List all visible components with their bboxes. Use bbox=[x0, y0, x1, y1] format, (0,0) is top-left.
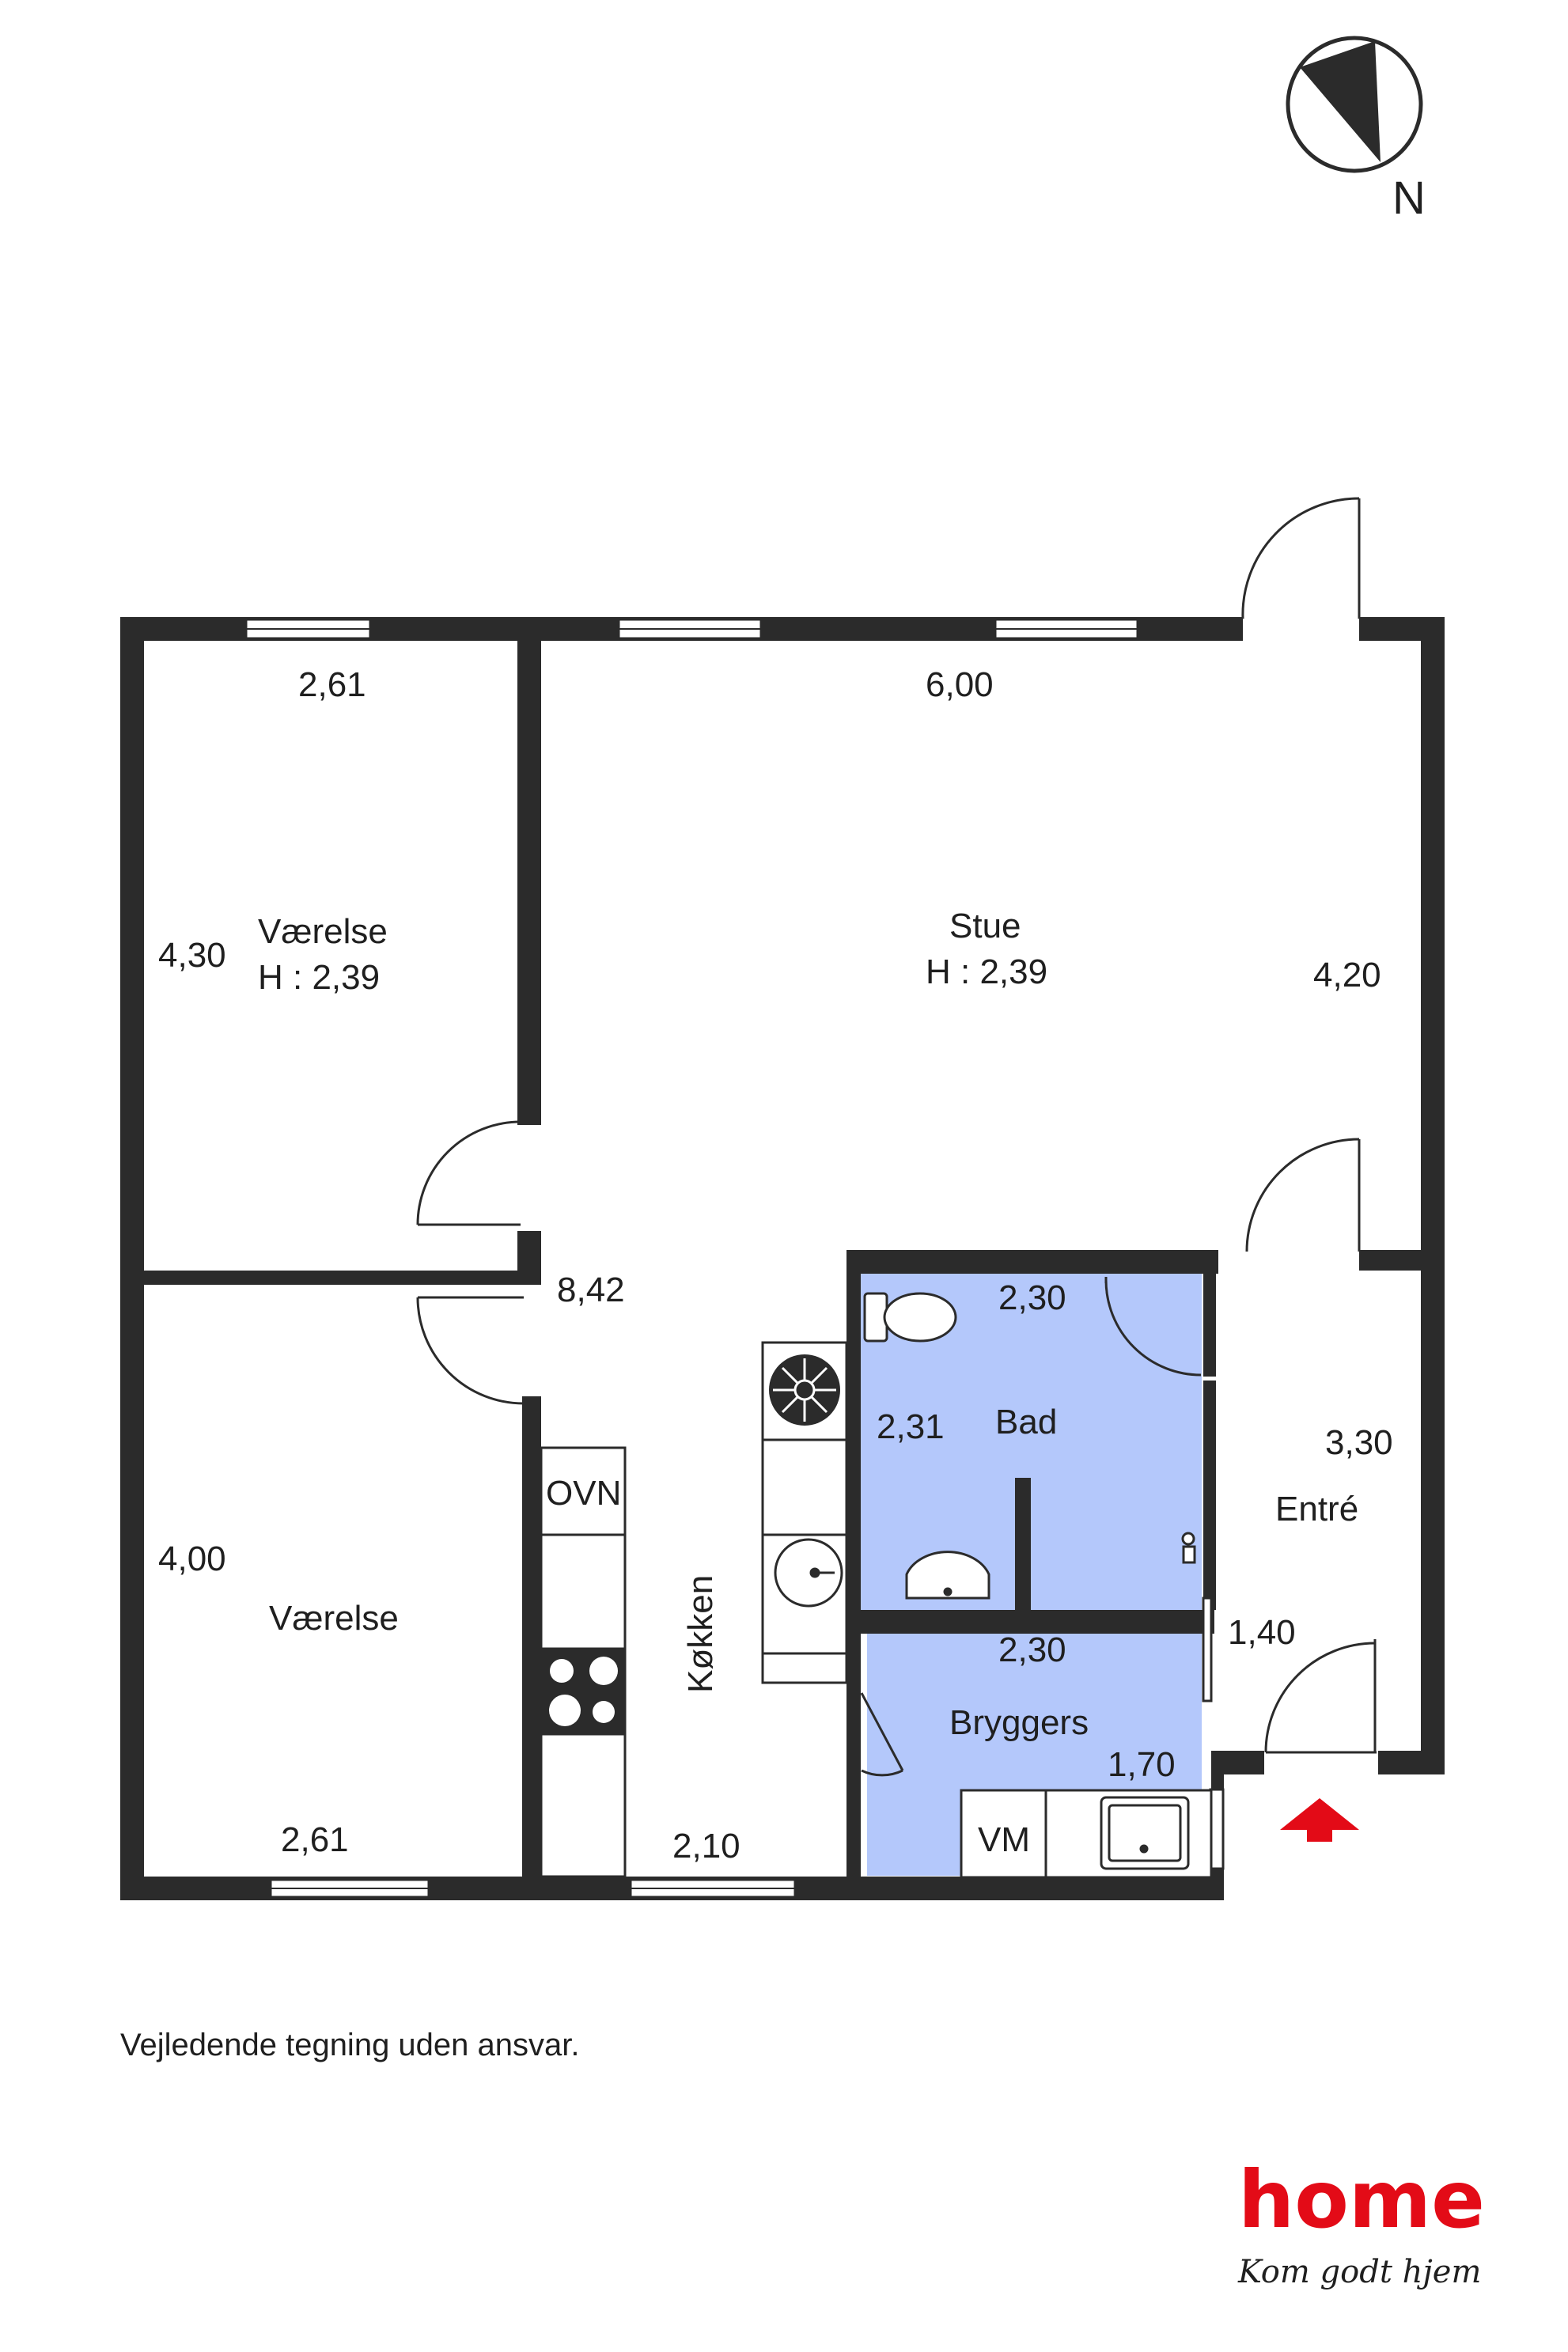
bryggers-name: Bryggers bbox=[949, 1703, 1089, 1742]
compass-icon: N bbox=[1286, 36, 1426, 224]
bad-dim-top: 2,30 bbox=[998, 1278, 1066, 1317]
fan-icon bbox=[769, 1354, 840, 1426]
stue-dim-top: 6,00 bbox=[926, 665, 994, 704]
home-logo: home Kom godt hjem bbox=[1237, 2153, 1485, 2290]
bad-name: Bad bbox=[995, 1403, 1057, 1441]
entre-name: Entré bbox=[1275, 1490, 1358, 1528]
stue-dim-side: 4,20 bbox=[1313, 956, 1381, 994]
vaerelse1-dim-top: 2,61 bbox=[298, 665, 366, 704]
bryggers-dim-top: 2,30 bbox=[998, 1630, 1066, 1669]
vaerelse2-dim-bottom: 2,61 bbox=[281, 1820, 349, 1859]
stue-height: H : 2,39 bbox=[926, 953, 1047, 991]
compass-north-label: N bbox=[1392, 172, 1426, 224]
disclaimer-text: Vejledende tegning uden ansvar. bbox=[120, 2028, 580, 2062]
bad-dim-side: 2,31 bbox=[877, 1407, 945, 1446]
vaerelse2-name: Værelse bbox=[269, 1599, 399, 1638]
entre-dim-bottom: 1,40 bbox=[1228, 1613, 1296, 1652]
vaerelse1-height: H : 2,39 bbox=[258, 958, 380, 997]
utility-counter bbox=[960, 1789, 1213, 1879]
stove-icon bbox=[549, 1657, 618, 1726]
vaerelse1-dim-side: 4,30 bbox=[158, 936, 226, 975]
hall-dim: 8,42 bbox=[557, 1271, 625, 1309]
stue-name: Stue bbox=[949, 907, 1021, 945]
bryggers-dim-side: 1,70 bbox=[1108, 1745, 1176, 1784]
logo-tagline: Kom godt hjem bbox=[1237, 2254, 1481, 2290]
doors bbox=[416, 497, 1377, 1777]
toilet-icon bbox=[863, 1292, 957, 1343]
vaerelse2-dim-side: 4,00 bbox=[158, 1540, 226, 1578]
entrance-arrow-icon bbox=[1280, 1798, 1359, 1842]
washer-label: VM bbox=[978, 1820, 1030, 1859]
shower-tap-icon bbox=[1181, 1532, 1196, 1564]
sink-icon bbox=[774, 1538, 843, 1608]
logo-word: home bbox=[1238, 2153, 1485, 2246]
walls bbox=[120, 617, 1445, 1900]
entre-dim-side: 3,30 bbox=[1325, 1423, 1393, 1462]
oven-label: OVN bbox=[546, 1474, 621, 1513]
washbasin-icon bbox=[905, 1551, 990, 1600]
koekken-name: Køkken bbox=[681, 1575, 720, 1693]
koekken-dim-bottom: 2,10 bbox=[672, 1827, 740, 1865]
vaerelse1-name: Værelse bbox=[258, 912, 388, 951]
